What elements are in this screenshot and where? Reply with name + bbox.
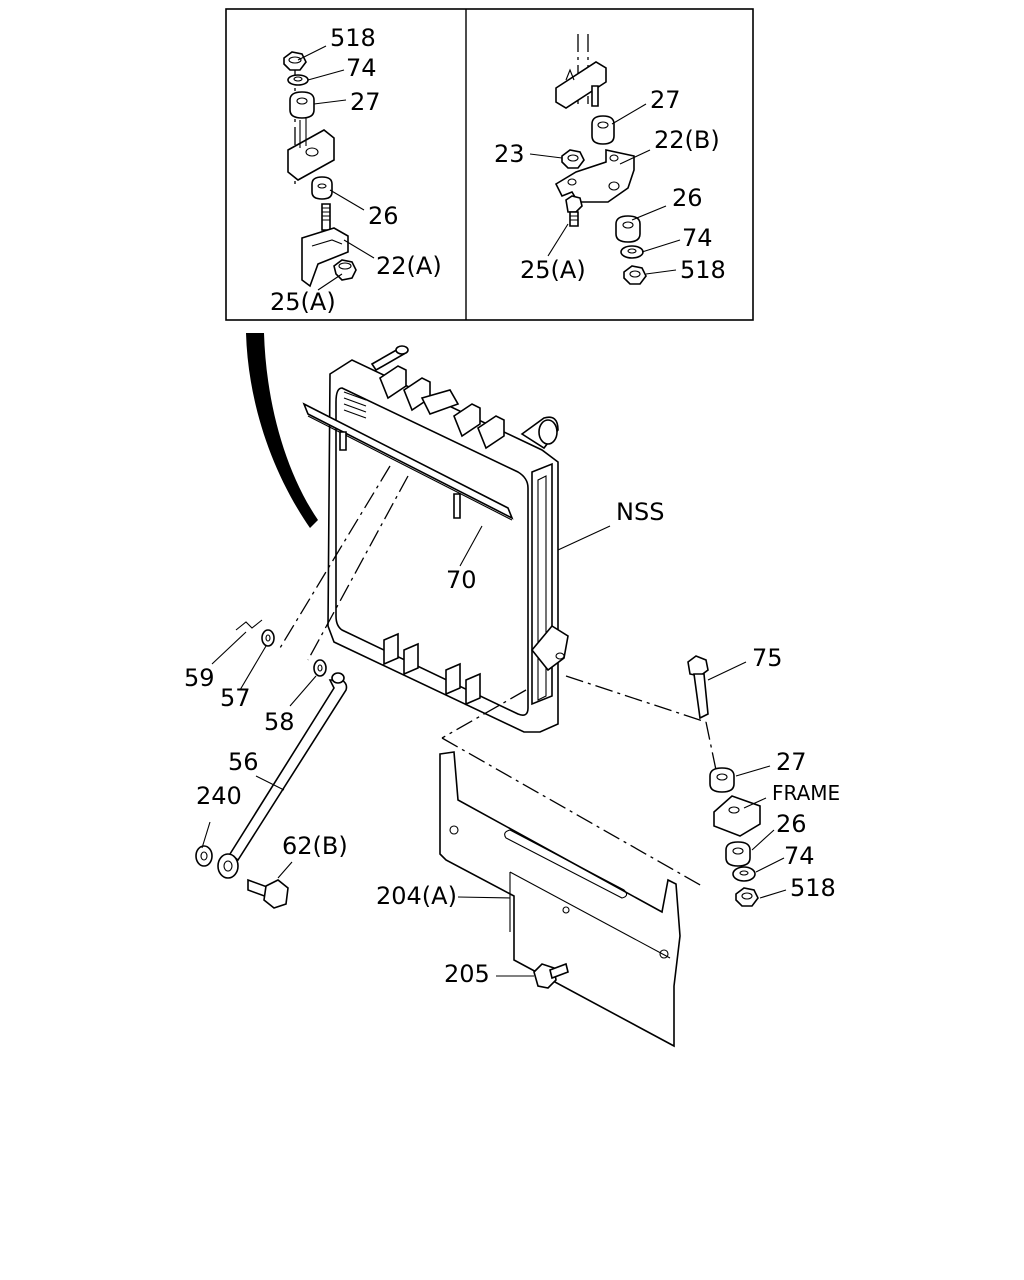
rubber-cushion-icon	[725, 841, 751, 867]
callout-70: 70	[446, 566, 477, 594]
hex-nut-icon	[623, 265, 647, 285]
callout-518-inset-a: 518	[330, 24, 376, 52]
callout-240: 240	[196, 782, 242, 810]
callout-27-inset-b: 27	[650, 86, 681, 114]
callout-74-main: 74	[784, 842, 815, 870]
callout-22b-inset-b: 22(B)	[654, 126, 720, 154]
callout-26-main: 26	[776, 810, 807, 838]
callout-26-inset-a: 26	[368, 202, 399, 230]
callout-205: 205	[444, 960, 490, 988]
inset-box	[225, 8, 754, 321]
stay-rod-end	[235, 619, 263, 631]
callout-57: 57	[220, 684, 251, 712]
callout-nss: NSS	[616, 498, 664, 526]
hex-nut-icon	[561, 149, 585, 169]
bracket-plate	[287, 118, 335, 181]
rubber-cushion-icon	[591, 115, 615, 145]
hex-nut-icon	[283, 51, 307, 71]
washer-icon	[287, 74, 309, 86]
stud-bolt	[321, 203, 331, 231]
callout-62b: 62(B)	[282, 832, 348, 860]
callout-27-main: 27	[776, 748, 807, 776]
callout-22a-inset-a: 22(A)	[376, 252, 442, 280]
bracket-22a	[301, 227, 349, 288]
bracket-22b	[554, 149, 635, 203]
bolt-icon	[687, 655, 709, 720]
upper-bracket	[555, 61, 607, 109]
callout-518-inset-b: 518	[680, 256, 726, 284]
inset-a-mount-assembly	[283, 45, 375, 291]
rubber-cushion-icon	[289, 91, 315, 119]
callout-74-inset-b: 74	[682, 224, 713, 252]
washer-icon	[313, 659, 327, 677]
leader-lines	[201, 525, 787, 977]
callout-27-inset-a: 27	[350, 88, 381, 116]
rubber-cushion-icon	[709, 767, 735, 793]
hex-nut-icon	[735, 887, 759, 907]
radiator-assembly	[302, 345, 569, 733]
reference-arrow	[246, 333, 318, 528]
washer-icon	[195, 845, 213, 867]
callout-58: 58	[264, 708, 295, 736]
baffle-plate-204a	[439, 751, 681, 1048]
frame-plate	[713, 795, 761, 837]
callout-56: 56	[228, 748, 259, 776]
rod-eye	[217, 853, 239, 879]
bolt-icon	[565, 195, 583, 227]
callout-59: 59	[184, 664, 215, 692]
callout-25a-inset-a: 25(A)	[270, 288, 336, 316]
callout-204a: 204(A)	[376, 882, 457, 910]
washer-icon	[261, 629, 275, 647]
callout-75: 75	[752, 644, 783, 672]
rubber-cushion-icon	[615, 215, 641, 243]
washer-icon	[620, 245, 644, 259]
callout-74-inset-a: 74	[346, 54, 377, 82]
callout-23-inset-b: 23	[494, 140, 525, 168]
rubber-cushion-icon	[311, 176, 333, 200]
bolt-icon	[247, 878, 289, 909]
callout-frame: FRAME	[772, 781, 840, 805]
callout-25a-inset-b: 25(A)	[520, 256, 586, 284]
bolt-icon	[533, 962, 569, 989]
inset-b-mount-assembly	[529, 34, 681, 285]
callout-518-main: 518	[790, 874, 836, 902]
callout-26-inset-b: 26	[672, 184, 703, 212]
bolt-icon	[333, 259, 357, 281]
washer-icon	[732, 866, 756, 882]
